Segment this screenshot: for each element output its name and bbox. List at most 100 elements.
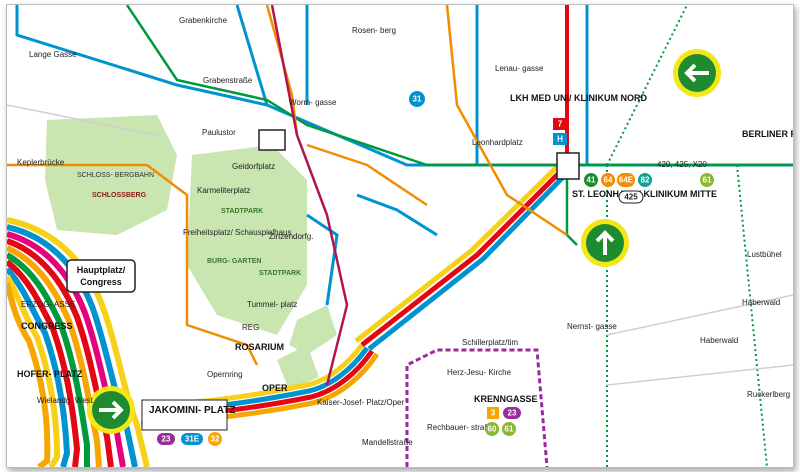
- label-ruckerlberg: Ruckerlberg: [747, 390, 790, 399]
- badge-82: 82: [638, 173, 652, 187]
- badge-64e: 64E: [617, 173, 635, 187]
- label-reg: REG: [242, 323, 259, 332]
- svg-text:64E: 64E: [619, 176, 634, 185]
- svg-text:425: 425: [624, 193, 638, 202]
- svg-text:7: 7: [558, 120, 563, 129]
- arrow-up-icon: [595, 230, 615, 255]
- label-stadtpark-2: STADTPARK: [259, 270, 301, 277]
- label-grabenstrasse: Grabenstraße: [203, 76, 253, 85]
- label-wormgasse: Worm- gasse: [289, 98, 337, 107]
- badge-41-leon: 41: [584, 173, 598, 187]
- glacis-park: [289, 305, 337, 355]
- tram-bundle-left: [7, 217, 150, 467]
- label-krenngasse: KRENNGASSE: [474, 394, 538, 404]
- svg-text:61: 61: [505, 425, 514, 434]
- label-kaiser-josef: Kaiser-Josef- Platz/Oper: [317, 398, 404, 407]
- svg-text:31E: 31E: [185, 435, 200, 444]
- label-oper: OPER: [262, 383, 288, 393]
- arrow-left-icon: [684, 63, 709, 83]
- label-rosenberg: Rosen- berg: [352, 26, 396, 35]
- bus-line-39: [270, 5, 349, 386]
- label-rosarium: ROSARIUM: [235, 342, 284, 352]
- label-bus-route: 420, 425, X20: [657, 160, 707, 169]
- arrow-up-stleonhard[interactable]: [581, 219, 629, 267]
- badge-31-resowi: 31: [409, 91, 425, 107]
- badge-64: 64: [601, 173, 615, 187]
- label-wielandg: Wielandg. West: [37, 396, 94, 405]
- label-hofer-platz: HOFER- PLATZ: [17, 369, 83, 379]
- label-rechbauer: Rechbauer- straße: [427, 423, 494, 432]
- label-grabenkirche: Grabenkirche: [179, 16, 228, 25]
- stadtpark-area: [187, 145, 307, 335]
- arrow-north-east[interactable]: [673, 49, 721, 97]
- map-frame: Hauptplatz/ Congress Lange Gasse Grabenk…: [6, 4, 794, 468]
- label-karmeliterplatz: Karmeliterplatz: [197, 186, 250, 195]
- badge-425: 425: [618, 190, 644, 204]
- station-hauptplatz[interactable]: Hauptplatz/ Congress: [66, 259, 136, 293]
- station-geidorfplatz[interactable]: [258, 129, 286, 151]
- badge-32: 32: [208, 432, 222, 446]
- bus-line-purple: [405, 348, 549, 467]
- label-tummelplatz: Tummel- platz: [247, 300, 297, 309]
- label-freiheitsplatz: Freiheitsplatz/ Schauspielhaus: [183, 228, 292, 237]
- label-lkh: LKH MED UNI/ KLINIKUM NORD: [510, 93, 647, 103]
- svg-text:64: 64: [604, 176, 613, 185]
- label-berliner-ring: BERLINER RING: [742, 129, 793, 139]
- svg-text:60: 60: [488, 425, 497, 434]
- svg-text:61: 61: [703, 176, 712, 185]
- svg-text:31: 31: [413, 95, 422, 104]
- label-paulustor: Paulustor: [202, 128, 236, 137]
- oper-park: [277, 345, 319, 390]
- station-jakomini[interactable]: [141, 399, 228, 431]
- hauptplatz-label-1: Hauptplatz/: [77, 265, 126, 275]
- label-zinzendorf: Zinzendorfg.: [269, 232, 313, 241]
- label-congress: CONGRESS: [21, 321, 73, 331]
- badge-23: 23: [157, 433, 175, 445]
- label-stadtpark-1: STADTPARK: [221, 208, 263, 215]
- label-opernring: Opernring: [207, 370, 243, 379]
- svg-text:H: H: [557, 135, 563, 144]
- badge-23-b: 23: [503, 407, 521, 419]
- label-lenaugasse: Lenau- gasse: [495, 64, 544, 73]
- badge-h: H: [553, 133, 567, 145]
- arrow-right-icon: [99, 400, 124, 420]
- badge-60: 60: [485, 422, 499, 436]
- label-schlossberg: SCHLOSSBERG: [92, 192, 147, 199]
- label-geidorfplatz: Geidorfplatz: [232, 162, 275, 171]
- svg-text:23: 23: [162, 435, 171, 444]
- grey-roads: [7, 104, 793, 386]
- label-lustbuehel: Lustbühel: [747, 250, 782, 259]
- svg-text:41: 41: [587, 176, 596, 185]
- bus-lines-orange: [7, 5, 568, 366]
- label-herzog: ERZOG- ASSE: [21, 300, 75, 309]
- svg-text:3: 3: [491, 409, 496, 418]
- label-schlossbergbahn: SCHLOSS- BERGBAHN: [77, 172, 154, 179]
- label-mandellstrasse: Mandellstraße: [362, 438, 413, 447]
- station-stleonhard[interactable]: [556, 152, 580, 180]
- label-jakomini: JAKOMINI- PLATZ: [149, 405, 235, 416]
- label-herz-jesu: Herz-Jesu- Kirche: [447, 368, 512, 377]
- label-leonhardplatz: Leonhardplatz: [472, 138, 523, 147]
- svg-text:82: 82: [641, 176, 650, 185]
- hauptplatz-label-2: Congress: [80, 277, 122, 287]
- badge-61: 61: [502, 422, 516, 436]
- badge-7: 7: [553, 118, 567, 130]
- label-keplerbruecke: Keplerbrücke: [17, 158, 65, 167]
- label-burggarten: BURG- GARTEN: [207, 258, 261, 265]
- label-haberwald-2: Haberwald: [742, 298, 780, 307]
- badge-61-top: 61: [700, 173, 714, 187]
- green-dashed-lines: [606, 5, 768, 467]
- svg-text:23: 23: [508, 409, 517, 418]
- arrow-right-jakomini[interactable]: [87, 386, 135, 434]
- transit-map[interactable]: Hauptplatz/ Congress Lange Gasse Grabenk…: [7, 5, 793, 467]
- badge-3: 3: [487, 407, 499, 419]
- svg-text:32: 32: [211, 435, 220, 444]
- label-st-leonhard: ST. LEONHARD/ KLINIKUM MITTE: [572, 189, 717, 199]
- label-nernstgasse: Nernst- gasse: [567, 322, 617, 331]
- label-schillerplatz: Schillerplatz/tim: [462, 338, 518, 347]
- label-lange-gasse: Lange Gasse: [29, 50, 77, 59]
- label-haberwald-1: Haberwald: [700, 336, 738, 345]
- badge-31e: 31E: [181, 433, 203, 445]
- tram-diagonal: [354, 159, 573, 351]
- schlossberg-park: [45, 115, 177, 235]
